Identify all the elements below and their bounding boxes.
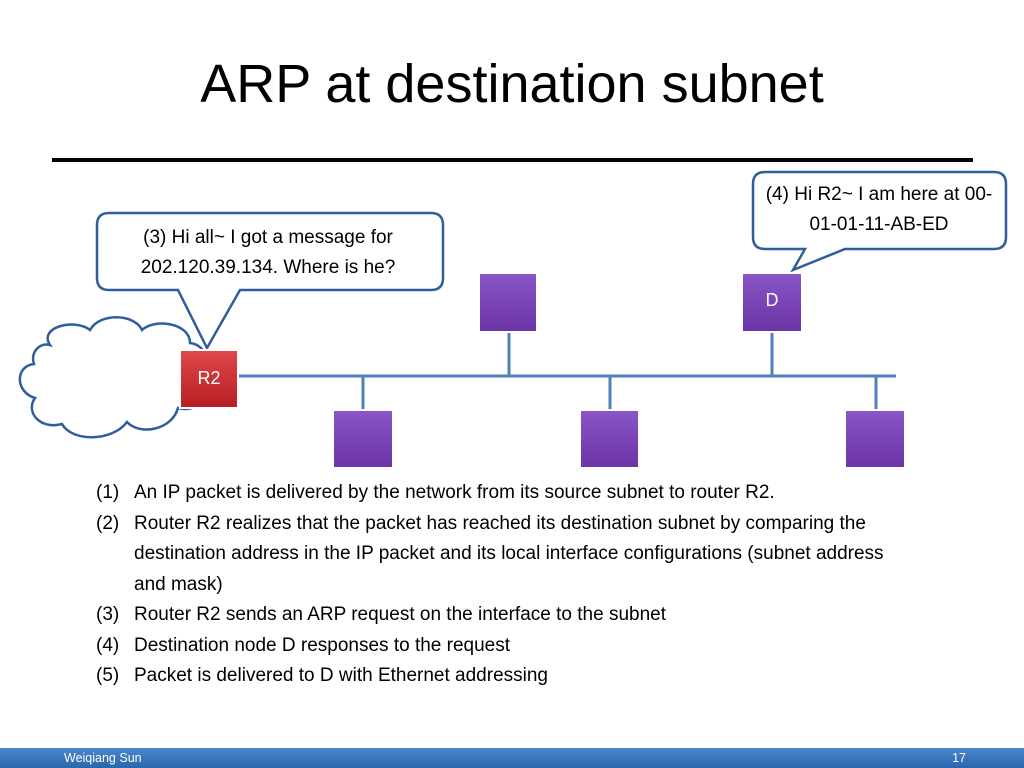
destination-node-d-label: D — [765, 290, 779, 310]
step-text: An IP packet is delivered by the network… — [134, 482, 775, 503]
page-number: 17 — [952, 751, 966, 765]
step-item: (5) Packet is delivered to D with Ethern… — [96, 661, 886, 692]
step-text: Packet is delivered to D with Ethernet a… — [134, 665, 548, 686]
cloud-network — [18, 316, 208, 439]
footer-author: Weiqiang Sun — [64, 751, 142, 765]
step-number: (1) — [96, 482, 120, 503]
step-item: (1) An IP packet is delivered by the net… — [96, 478, 886, 509]
step-text: Router R2 sends an ARP request on the in… — [134, 604, 666, 625]
slide-title: ARP at destination subnet — [200, 54, 824, 114]
step-number: (2) — [96, 512, 120, 534]
step-text: Router R2 realizes that the packet has r… — [134, 512, 884, 595]
host-node — [332, 409, 394, 469]
step-text: Destination node D responses to the requ… — [134, 634, 511, 656]
step-item: (2) Router R2 realizes that the packet h… — [96, 509, 886, 601]
ethernet-bus — [238, 332, 896, 410]
step-number: (4) — [96, 634, 120, 656]
callout-r2-text: (3) Hi all~ I got a message for 202.120.… — [140, 227, 396, 278]
host-node — [579, 409, 640, 469]
router-r2 — [179, 349, 239, 409]
title-underline — [52, 158, 973, 162]
step-item: (4) Destination node D responses to the … — [96, 631, 886, 662]
destination-node-d — [741, 272, 803, 333]
callout-d-text: (4) Hi R2~ I am here at 00-01-01-11-AB-E… — [765, 184, 993, 235]
callout-r2-bubble — [95, 211, 445, 351]
step-number: (3) — [96, 604, 120, 625]
step-number: (5) — [96, 665, 120, 686]
router-r2-label: R2 — [197, 368, 221, 388]
footer-bar: Weiqiang Sun 17 — [0, 748, 1024, 768]
callout-d-bubble — [751, 170, 1008, 273]
step-list: (1) An IP packet is delivered by the net… — [96, 478, 886, 692]
host-node — [844, 409, 906, 469]
step-item: (3) Router R2 sends an ARP request on th… — [96, 600, 886, 631]
host-node — [478, 272, 538, 333]
